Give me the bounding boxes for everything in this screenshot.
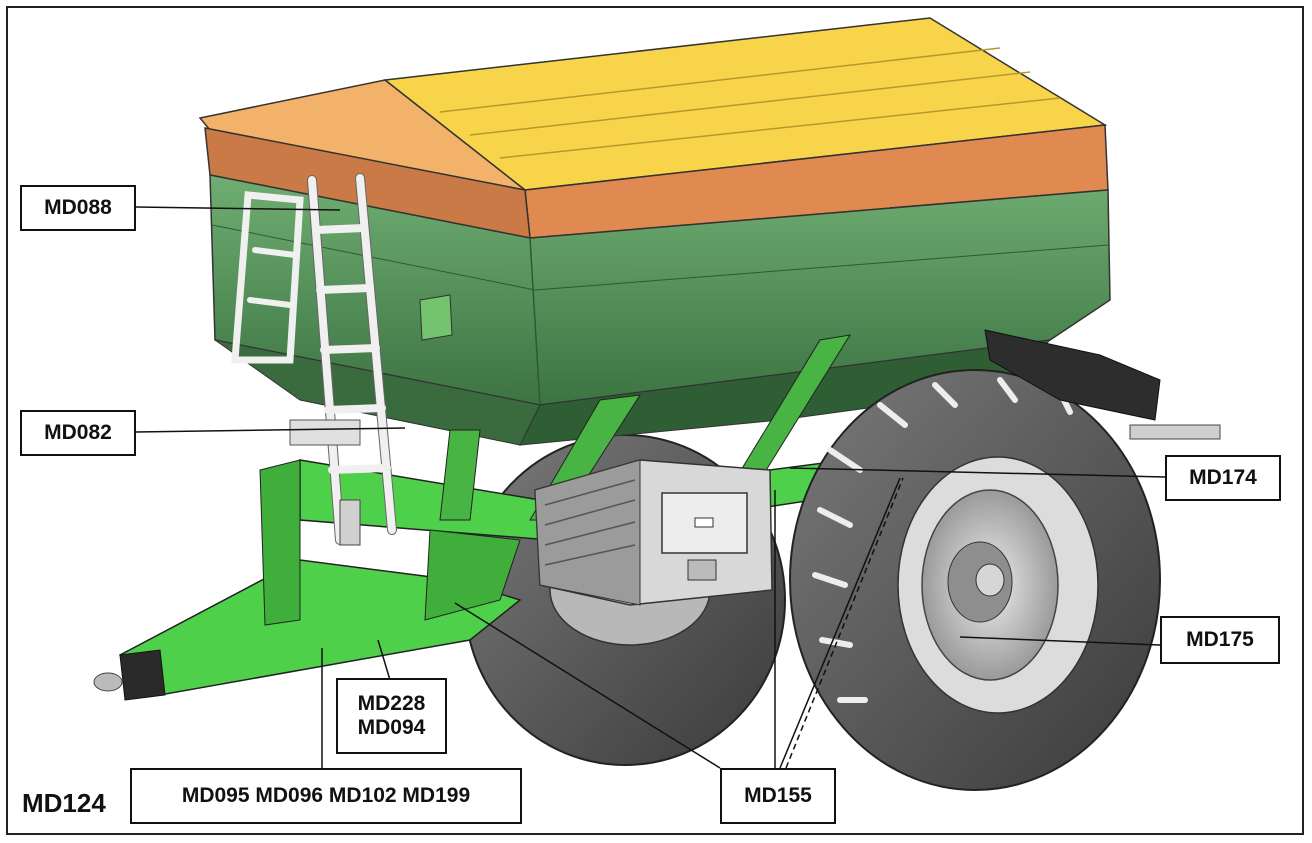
callout-md155: MD155: [720, 768, 836, 824]
label-md094: MD094: [357, 716, 426, 739]
label-md124: MD124: [22, 788, 106, 818]
callout-md175: MD175: [1160, 616, 1280, 664]
tool-box: [534, 459, 773, 606]
callout-md174: MD174: [1165, 455, 1281, 501]
callout-md088: MD088: [20, 185, 136, 231]
leader-lines: [135, 206, 1166, 769]
callout-md228-md094: MD228 MD094: [336, 678, 447, 754]
ladder: [231, 173, 397, 545]
drawbar: [93, 459, 522, 701]
hopper-lid: [198, 17, 1109, 239]
label-md228: MD228: [357, 691, 426, 715]
callout-md-group: MD095 MD096 MD102 MD199: [130, 768, 522, 824]
front-wheel: [789, 369, 1161, 791]
callout-md082: MD082: [20, 410, 136, 456]
